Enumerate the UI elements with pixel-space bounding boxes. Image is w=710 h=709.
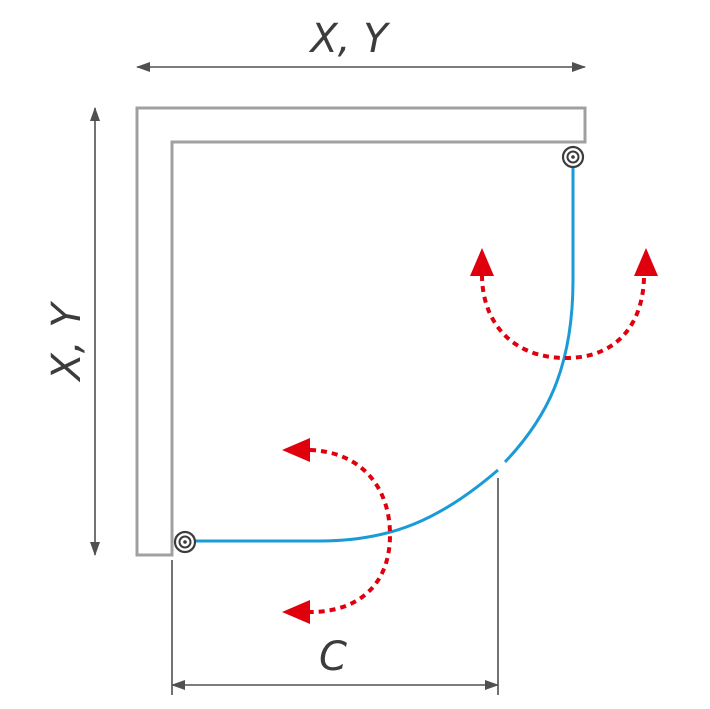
swing-arrow-head-icon bbox=[634, 248, 658, 276]
top-dimension: X, Y bbox=[136, 16, 586, 72]
wall-profile bbox=[135, 106, 587, 557]
left-dimension: X, Y bbox=[44, 107, 100, 556]
curved-door-upper bbox=[503, 160, 575, 464]
hinge-ring-icon bbox=[173, 530, 197, 554]
swing-arrow-head-icon bbox=[470, 248, 494, 276]
curved-door-lower bbox=[195, 468, 499, 543]
top-dimension-label: X, Y bbox=[308, 16, 391, 62]
lower-swing-arrows bbox=[282, 438, 393, 624]
bottom-dimension: C bbox=[171, 478, 499, 695]
bottom-dimension-label: C bbox=[319, 634, 347, 680]
hinge-ring-icon bbox=[561, 145, 585, 169]
upper-swing-arrows bbox=[470, 248, 658, 361]
swing-arrow-head-icon bbox=[282, 438, 310, 462]
left-dimension-label: X, Y bbox=[44, 300, 90, 383]
swing-arrow-head-icon bbox=[282, 600, 310, 624]
